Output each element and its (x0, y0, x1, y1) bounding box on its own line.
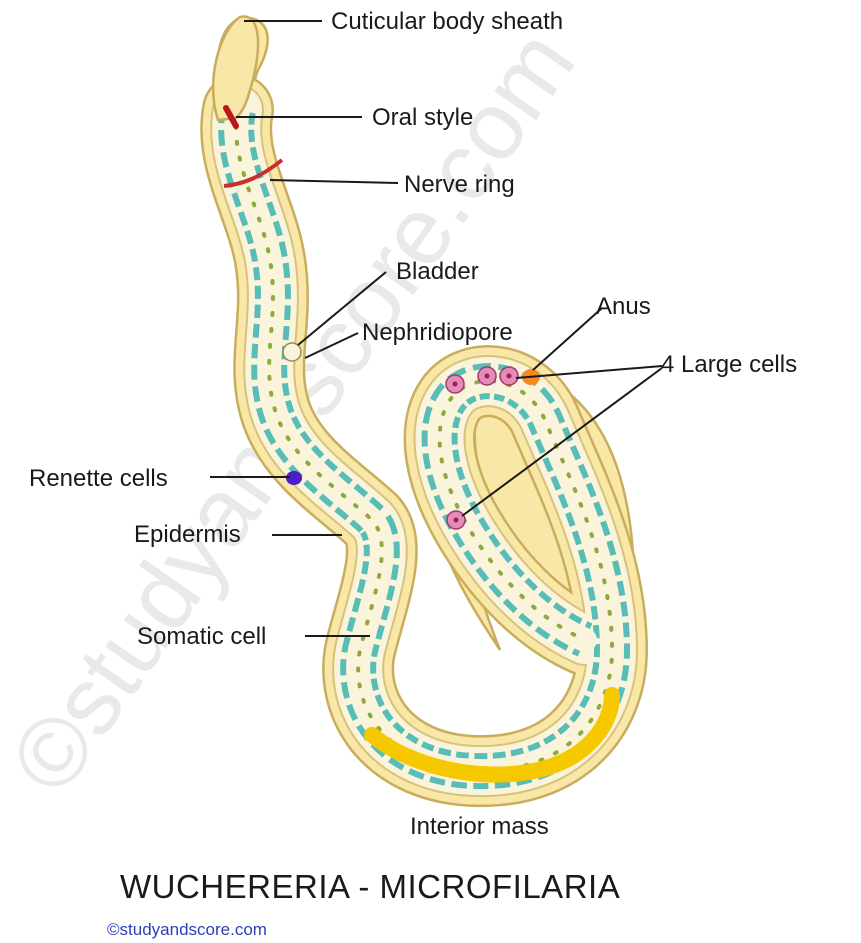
leader-nerve-ring (270, 180, 398, 183)
label-interior-mass: Interior mass (410, 813, 549, 840)
label-large-cells: 4 Large cells (661, 351, 797, 378)
diagram-title: WUCHERERIA - MICROFILARIA (120, 868, 620, 905)
leader-anus (533, 308, 602, 370)
label-nerve-ring: Nerve ring (404, 171, 515, 198)
label-cuticular-body-sheath: Cuticular body sheath (331, 8, 563, 35)
label-somatic-cell: Somatic cell (137, 623, 266, 650)
label-nephridiopore: Nephridiopore (362, 319, 513, 346)
label-epidermis: Epidermis (134, 521, 241, 548)
bladder (283, 343, 301, 361)
label-oral-style: Oral style (372, 104, 473, 131)
credit-text: ©studyandscore.com (107, 920, 267, 939)
label-anus: Anus (596, 293, 651, 320)
label-bladder: Bladder (396, 258, 479, 285)
label-renette-cells: Renette cells (29, 465, 168, 492)
